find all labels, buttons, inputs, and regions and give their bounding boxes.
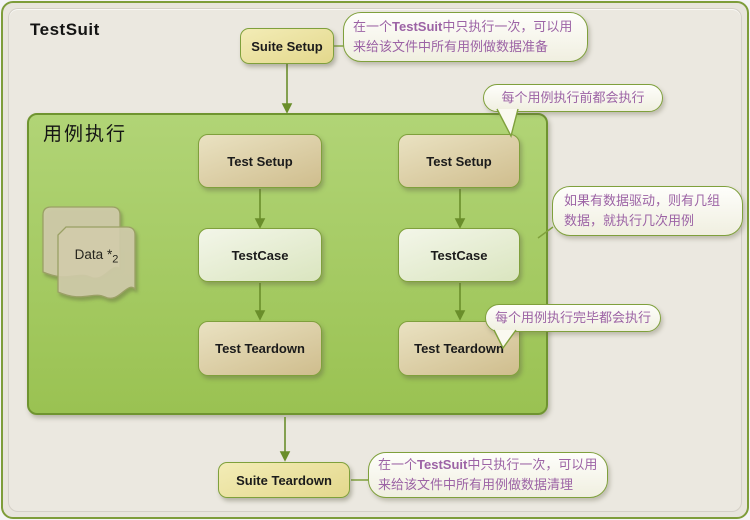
test-setup-node-left: Test Setup [198,134,322,188]
suite-teardown-node: Suite Teardown [218,462,350,498]
suite-setup-node: Suite Setup [240,28,334,64]
note-text: 在一个 [378,457,418,472]
node-label: TestCase [430,247,488,263]
callout-test-setup-note: 每个用例执行前都会执行 [483,84,663,112]
node-label: Test Teardown [414,341,504,356]
note-bold: TestSuit [392,19,443,34]
callout-test-teardown-note: 每个用例执行完毕都会执行 [485,304,661,332]
node-label: Test Setup [227,153,293,169]
testcase-node-right: TestCase [398,228,520,282]
callout-data-driven-note: 如果有数据驱动，则有几组数据，就执行几次用例 [552,186,743,236]
diagram-title: TestSuit [30,20,100,39]
callout-suite-teardown-note: 在一个TestSuit中只执行一次，可以用来给该文件中所有用例做数据清理 [368,452,608,498]
note-text: 在一个 [353,19,393,34]
node-label: TestCase [231,247,289,263]
note-bold: TestSuit [417,457,468,472]
note-text: 每个用例执行前都会执行 [501,90,645,105]
node-label: Suite Setup [251,38,323,54]
note-text: 每个用例执行完毕都会执行 [494,310,651,325]
testcase-node-left: TestCase [198,228,322,282]
test-setup-node-right: Test Setup [398,134,520,188]
node-label: Suite Teardown [236,472,332,488]
note-text: 中只执行一次，可以用来给该文件中所有用例做数据清理 [378,457,598,492]
data-label-text: Data * [74,247,113,262]
node-label: Test Teardown [215,341,305,356]
test-teardown-node-left: Test Teardown [198,321,322,376]
data-label-sub: 2 [112,253,119,266]
note-text: 中只执行一次，可以用来给该文件中所有用例做数据准备 [353,19,573,54]
node-label: Test Setup [426,153,492,169]
group-title: 用例执行 [43,124,128,145]
data-shape-label: Data *2 [58,247,135,266]
note-text: 如果有数据驱动，则有几组数据，就执行几次用例 [564,193,721,228]
callout-suite-setup-note: 在一个TestSuit中只执行一次，可以用来给该文件中所有用例做数据准备 [343,12,588,62]
